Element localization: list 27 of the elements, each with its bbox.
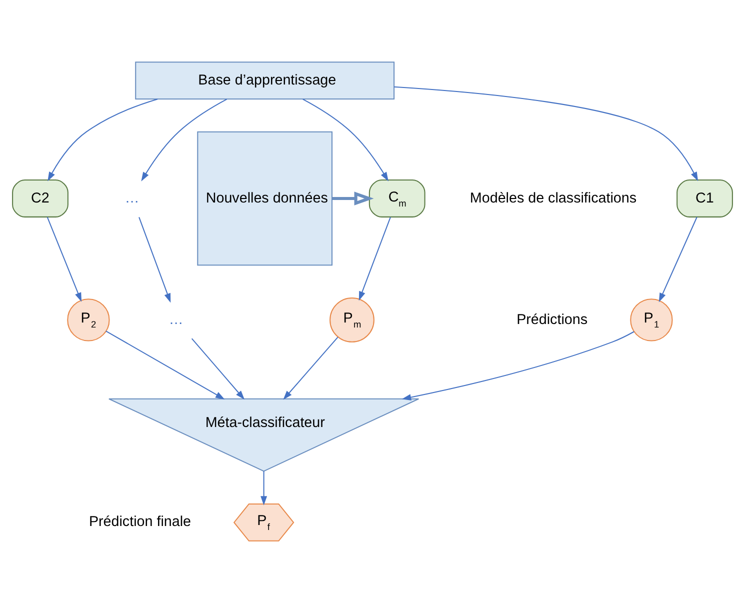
arrow bbox=[332, 192, 374, 206]
arrow bbox=[302, 98, 388, 182]
node-circle: P$_{1}$ bbox=[630, 298, 673, 342]
node-text: … bbox=[124, 190, 140, 206]
arrow bbox=[402, 331, 634, 400]
label: Modèles de classifications bbox=[470, 190, 637, 206]
arrow bbox=[46, 216, 82, 302]
node-circle: P$_{2}$ bbox=[67, 298, 110, 342]
arrow bbox=[260, 471, 268, 506]
node-box: Nouvelles données bbox=[197, 131, 332, 266]
node-box: C2 bbox=[12, 180, 68, 218]
arrow bbox=[106, 330, 225, 400]
node-box: C$_{m}$ bbox=[368, 180, 426, 218]
node-text: … bbox=[168, 312, 184, 328]
arrow bbox=[48, 98, 158, 182]
arrow bbox=[394, 86, 698, 182]
arrow bbox=[658, 216, 698, 302]
arrow bbox=[283, 336, 338, 400]
node-box: C1 bbox=[676, 180, 733, 218]
node-circle: P$_{m}$ bbox=[330, 298, 374, 342]
arrow bbox=[191, 338, 245, 400]
arrow bbox=[358, 216, 391, 301]
label: Prédiction finale bbox=[88, 514, 192, 530]
arrow bbox=[141, 98, 228, 182]
arrow bbox=[138, 216, 171, 303]
node-box: Base d’apprentissage bbox=[135, 62, 395, 100]
label: Prédictions bbox=[516, 312, 588, 328]
